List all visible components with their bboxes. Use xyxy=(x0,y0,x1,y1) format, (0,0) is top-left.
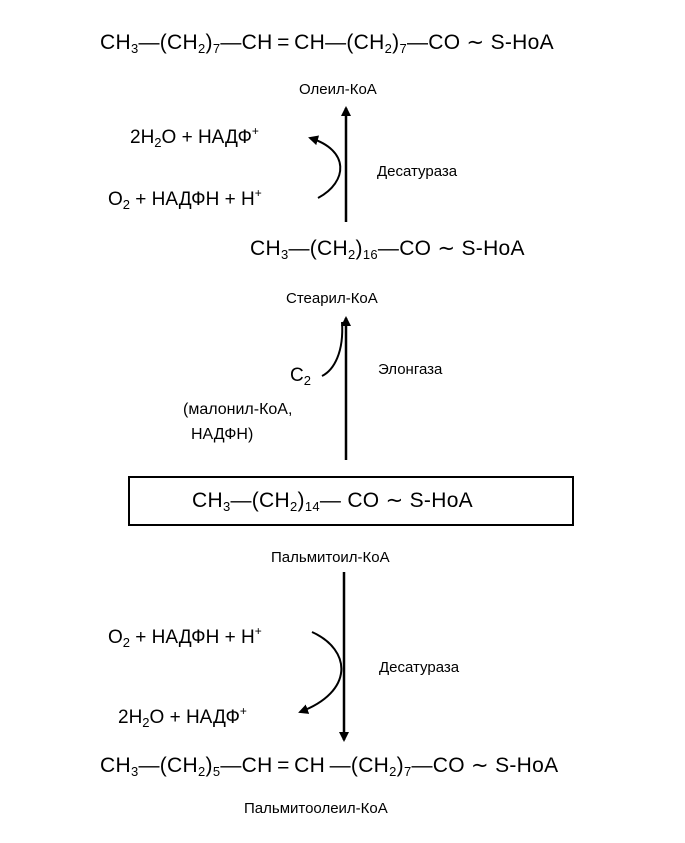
palmitoleoyl-coa-formula: CH3—(CH2)5—CH = CH —(CH2)7—CO ∼ S-HoA xyxy=(100,754,559,779)
side-arrow-elongation xyxy=(321,321,344,377)
palmitoyl-coa-formula: CH3—(CH2)14— CO ∼ S-HoA xyxy=(192,489,473,514)
desaturation-2-products: 2H2O + НАДФ+ xyxy=(118,704,247,730)
palmitoleoyl-coa-label: Пальмитоолеил-КоА xyxy=(244,800,388,817)
desaturation-1-products: 2H2O + НАДФ+ xyxy=(130,124,259,150)
palmitoyl-coa-box xyxy=(128,476,574,526)
stearoyl-coa-label: Стеарил-КоА xyxy=(286,290,378,307)
elongation-note-nadph: НАДФН) xyxy=(191,426,254,443)
elongation-note-malonyl: (малонил-КоА, xyxy=(183,401,293,418)
desaturation-2-reagents: O2 + НАДФН + H+ xyxy=(108,624,262,650)
elongase-label: Элонгаза xyxy=(378,361,443,378)
side-arrow-desaturation-2 xyxy=(298,631,343,714)
stearoyl-coa-formula: CH3—(CH2)16—CO ∼ S-HoA xyxy=(250,237,525,262)
elongation-c2-unit: C2 xyxy=(290,365,311,388)
palmitoyl-coa-label: Пальмитоил-КоА xyxy=(271,549,390,566)
desaturase-2-label: Десатураза xyxy=(379,659,460,676)
desaturation-1-reagents: O2 + НАДФН + H+ xyxy=(108,186,262,212)
desaturase-1-label: Десатураза xyxy=(377,163,458,180)
side-arrow-desaturation-1 xyxy=(308,135,342,199)
oleoyl-coa-label: Олеил-КоА xyxy=(299,81,377,98)
oleoyl-coa-formula: CH3—(CH2)7—CH = CH—(CH2)7—CO ∼ S-HoA xyxy=(100,31,554,56)
